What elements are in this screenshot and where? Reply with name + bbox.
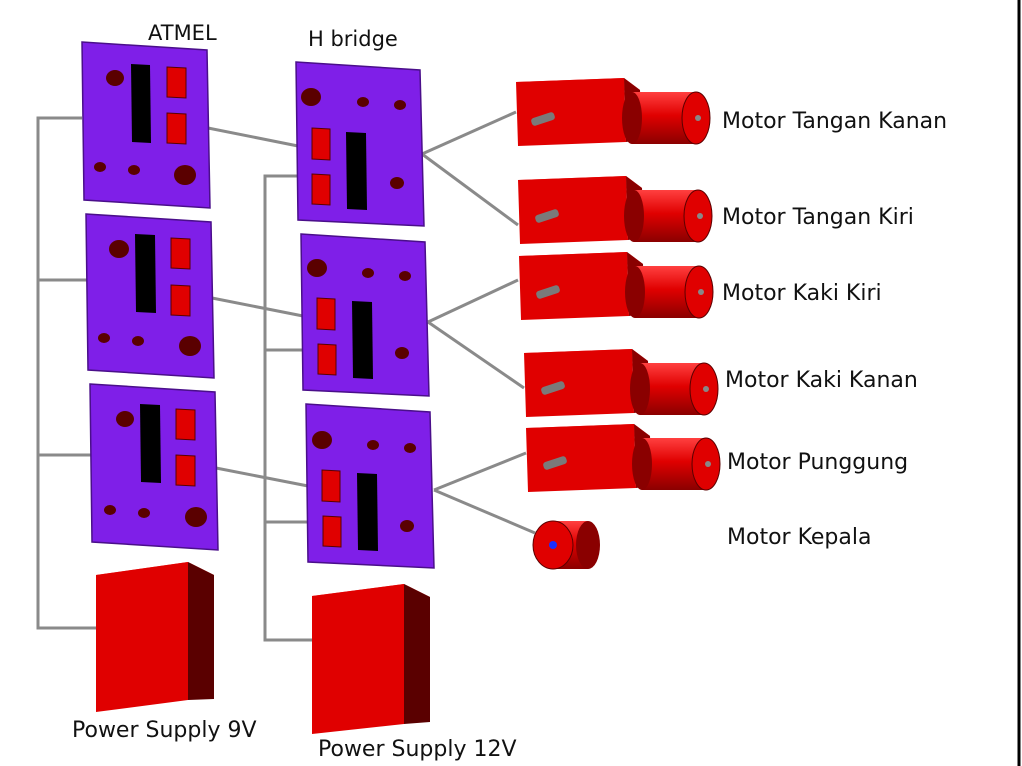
wire-hb1-tangan-kanan xyxy=(421,110,517,156)
hbridge-board-3 xyxy=(305,403,435,569)
label-motor-kaki-kiri: Motor Kaki Kiri xyxy=(722,281,882,306)
power-supply-12v-box xyxy=(312,584,430,734)
wire-hb2-kaki-kiri xyxy=(427,278,519,324)
wire-12v-bus xyxy=(263,174,312,642)
label-power-supply-12v: Power Supply 12V xyxy=(318,737,517,762)
label-motor-kaki-kanan: Motor Kaki Kanan xyxy=(725,368,918,393)
label-power-supply-9v: Power Supply 9V xyxy=(72,718,257,743)
label-motor-tangan-kiri: Motor Tangan Kiri xyxy=(722,205,914,230)
label-motor-tangan-kanan: Motor Tangan Kanan xyxy=(722,109,947,134)
wire-hb3-kepala xyxy=(433,488,536,535)
atmel-board-1 xyxy=(81,41,211,209)
label-motor-punggung: Motor Punggung xyxy=(727,450,908,475)
ic-chip xyxy=(131,64,151,143)
wire-hb1-tangan-kiri xyxy=(421,152,519,227)
shaft-dot xyxy=(549,541,557,549)
wire-hb2-kaki-kanan xyxy=(427,320,525,390)
wire-atmel2-hb2 xyxy=(211,296,304,318)
capacitor xyxy=(106,70,124,86)
wire-atmel3-hb3 xyxy=(215,466,309,488)
red-component xyxy=(166,112,187,145)
atmel-board-3 xyxy=(89,383,219,551)
atmel-header: ATMEL xyxy=(148,21,217,45)
wiring xyxy=(36,110,536,642)
hbridge-header: H bridge xyxy=(308,27,398,51)
wire-atmel1-hb1 xyxy=(207,126,299,148)
wire-hb3-punggung xyxy=(433,451,527,492)
motor-kaki-kiri xyxy=(519,252,714,320)
hbridge-board-1 xyxy=(295,61,425,227)
motor-kepala xyxy=(532,520,600,570)
wire-9v-bus xyxy=(36,116,98,630)
motor-tangan-kanan xyxy=(516,78,711,146)
motor-punggung xyxy=(526,424,721,492)
label-motor-kepala: Motor Kepala xyxy=(727,525,871,550)
power-supply-9v-box xyxy=(96,562,214,712)
motor-kaki-kanan xyxy=(524,349,719,417)
motor-tangan-kiri xyxy=(518,176,713,244)
hbridge-board-2 xyxy=(300,233,430,397)
red-component xyxy=(166,66,187,99)
atmel-board-2 xyxy=(85,213,215,379)
